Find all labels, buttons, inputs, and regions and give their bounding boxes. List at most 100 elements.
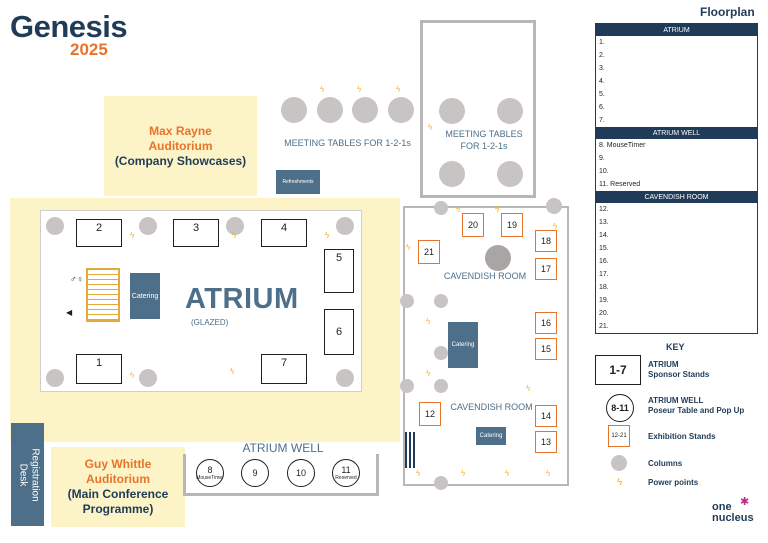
power-point-icon: ϟ: [461, 469, 466, 478]
max-rayne-line3: (Company Showcases): [114, 153, 247, 168]
power-point-icon: ϟ: [426, 369, 431, 378]
one-nucleus-logo: one nucleus: [712, 501, 754, 524]
power-point-icon: ϟ: [357, 85, 362, 94]
registration-desk-label: Registration Desk: [15, 423, 41, 528]
power-point-icon: ϟ: [505, 469, 510, 478]
atrium-catering: Catering: [130, 273, 160, 319]
one-nucleus-star-icon: ✱: [740, 496, 750, 508]
atrium-row: 2.: [599, 52, 605, 59]
poseur-table-10[interactable]: 10: [287, 459, 315, 487]
column: [434, 201, 448, 215]
cavendish-row: 15.: [599, 245, 609, 252]
stand-4[interactable]: 4: [261, 219, 307, 247]
max-rayne-line1: Max Rayne: [149, 123, 212, 138]
genesis-logo: Genesis: [10, 9, 128, 44]
column: [400, 379, 414, 393]
key-columns-label: Columns: [648, 459, 683, 468]
meeting-tables-right-label: MEETING TABLES FOR 1-2-1s: [436, 128, 532, 152]
poseur-table-8[interactable]: 8 MouseTimer: [196, 459, 224, 487]
column: [400, 294, 414, 308]
stand-1[interactable]: 1: [76, 354, 122, 384]
atrium-row: 6.: [599, 104, 605, 111]
toilets-icon: ♂♀: [70, 274, 84, 284]
column: [46, 217, 64, 235]
power-point-icon: ϟ: [426, 317, 431, 326]
exit-arrow-icon: ◀: [66, 308, 73, 317]
stand-2[interactable]: 2: [76, 219, 122, 247]
atrium-row: 5.: [599, 91, 605, 98]
column: [336, 369, 354, 387]
column: [336, 217, 354, 235]
stand-15[interactable]: 15: [535, 338, 557, 360]
well-row: 10.: [599, 168, 609, 175]
genesis-year: 2025: [70, 40, 108, 59]
cavendish-area: [403, 206, 569, 486]
poseur-8-sub: MouseTimer: [196, 475, 224, 481]
cavendish-top-label: CAVENDISH ROOM: [443, 271, 527, 281]
column: [439, 161, 465, 187]
atrium-row: 4.: [599, 78, 605, 85]
column: [434, 294, 448, 308]
atrium-well: [183, 454, 379, 496]
key-sponsor-symbol: 1-7: [595, 355, 641, 385]
registration-line2: Desk: [17, 463, 29, 487]
refreshments-counter: Refreshments: [276, 170, 320, 194]
key-power-label: Power points: [648, 478, 699, 487]
column: [46, 369, 64, 387]
stand-12[interactable]: 12: [419, 402, 441, 426]
stand-18[interactable]: 18: [535, 230, 557, 252]
key-sponsor-l1: ATRIUM: [648, 360, 679, 369]
stand-13[interactable]: 13: [535, 431, 557, 453]
stand-19[interactable]: 19: [501, 213, 523, 237]
guy-whittle-auditorium: Guy Whittle Auditorium (Main Conference …: [51, 447, 185, 527]
poseur-table-11[interactable]: 11 Reserved: [332, 459, 360, 487]
cavendish-row: 20.: [599, 310, 609, 317]
power-point-icon: ϟ: [396, 85, 401, 94]
column: [434, 379, 448, 393]
stand-6[interactable]: 6: [324, 309, 354, 355]
power-point-icon: ϟ: [546, 469, 551, 478]
well-row: 11. Reserved: [599, 181, 641, 188]
poseur-table-9[interactable]: 9: [241, 459, 269, 487]
power-point-icon: ϟ: [526, 384, 531, 393]
power-point-icon: ϟ: [325, 231, 330, 240]
list-head-well: ATRIUM WELL: [596, 127, 757, 139]
cavendish-row: 16.: [599, 258, 609, 265]
cavendish-row: 17.: [599, 271, 609, 278]
stand-16[interactable]: 16: [535, 312, 557, 334]
column: [352, 97, 378, 123]
atrium-row: 3.: [599, 65, 605, 72]
registration-desk: [11, 423, 44, 526]
atrium-row: 1.: [599, 39, 605, 46]
stand-21[interactable]: 21: [418, 240, 440, 264]
guy-whittle-line1: Guy Whittle: [84, 457, 152, 471]
column: [226, 217, 244, 235]
max-rayne-auditorium: Max Rayne Auditorium (Company Showcases): [104, 96, 257, 196]
stand-5[interactable]: 5: [324, 249, 354, 293]
key-exhibition-symbol: 12-21: [608, 425, 630, 447]
column: [434, 346, 448, 360]
atrium-sub-label: (GLAZED): [191, 318, 229, 327]
key-poseur-l1: ATRIUM WELL: [648, 396, 704, 405]
power-point-icon: ϟ: [416, 469, 421, 478]
cavendish-stairs: [405, 432, 417, 468]
poseur-11-num: 11: [341, 465, 351, 475]
list-head-cavendish: CAVENDISH ROOM: [596, 191, 757, 203]
guy-whittle-line4: Programme): [82, 502, 154, 516]
stand-list-panel: ATRIUM 1.2.3.4.5.6.7. ATRIUM WELL 8. Mou…: [595, 23, 758, 334]
page-title: Floorplan: [700, 5, 755, 19]
cavendish-list: 12.13.14.15.16.17.18.19.20.21.: [596, 203, 757, 333]
stand-7[interactable]: 7: [261, 354, 307, 384]
key-sponsor-label: ATRIUM Sponsor Stands: [648, 360, 709, 380]
column: [497, 98, 523, 124]
atrium-well-label: ATRIUM WELL: [242, 441, 324, 455]
stand-20[interactable]: 20: [462, 213, 484, 237]
stand-17[interactable]: 17: [535, 258, 557, 280]
key-exhibition-label: Exhibition Stands: [648, 432, 716, 441]
cavendish-bottom-label: CAVENDISH ROOM: [450, 402, 533, 412]
cavendish-row: 18.: [599, 284, 609, 291]
stand-3[interactable]: 3: [173, 219, 219, 247]
list-head-atrium: ATRIUM: [596, 24, 757, 36]
power-point-icon: ϟ: [320, 85, 325, 94]
stand-14[interactable]: 14: [535, 405, 557, 427]
